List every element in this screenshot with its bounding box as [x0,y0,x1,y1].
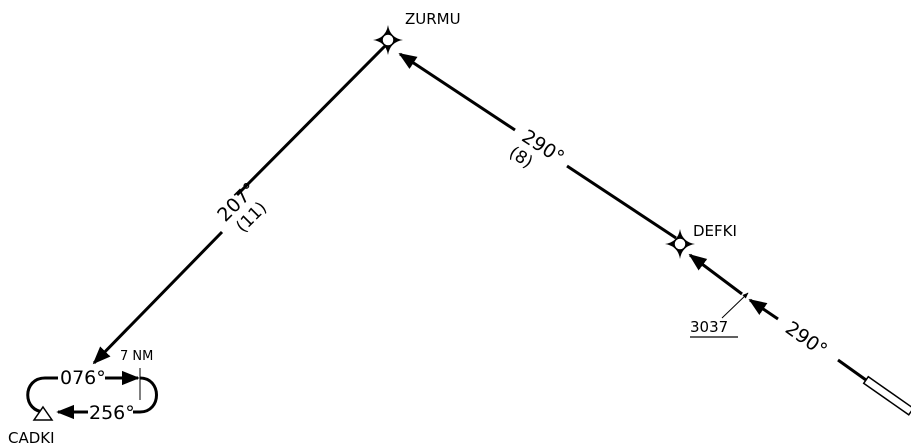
leg-inbound-defki-segment-1 [837,358,867,382]
defki-label: DEFKI [693,222,737,240]
defki-waypoint-icon [665,229,695,259]
cadki-label: CADKI [8,429,55,447]
holding-outbound-course: 256° [89,402,135,424]
zurmu-label: ZURMU [405,10,461,28]
leg-inbound-defki-segment-2 [748,298,779,321]
leg-zurmu-cadki-lower [92,230,224,365]
altitude-label: 3037 [690,318,728,336]
holding-leg-length: 7 NM [120,349,153,364]
zurmu-waypoint-icon [373,25,403,55]
cadki-triangle-icon [32,405,54,421]
altitude-leader [721,292,749,319]
leg-inbound-labels: 290° [781,317,831,361]
leg-defki-zurmu-upper [398,52,516,132]
holding-pattern: 076° 256° 7 NM [26,349,158,424]
holding-outbound-turn [133,376,158,414]
leg-inbound-defki-segment-3 [688,253,743,296]
leg-continuation-marker [862,375,911,416]
holding-inbound-course: 076° [60,367,106,389]
leg-defki-zurmu [566,164,677,240]
leg-290-labels: 290° (8) [505,125,568,172]
leg-zurmu-cadki [235,44,387,197]
holding-inbound-leg [26,376,58,414]
leg-inbound-course: 290° [781,317,831,361]
leg-207-labels: 207° (11) [213,178,271,237]
